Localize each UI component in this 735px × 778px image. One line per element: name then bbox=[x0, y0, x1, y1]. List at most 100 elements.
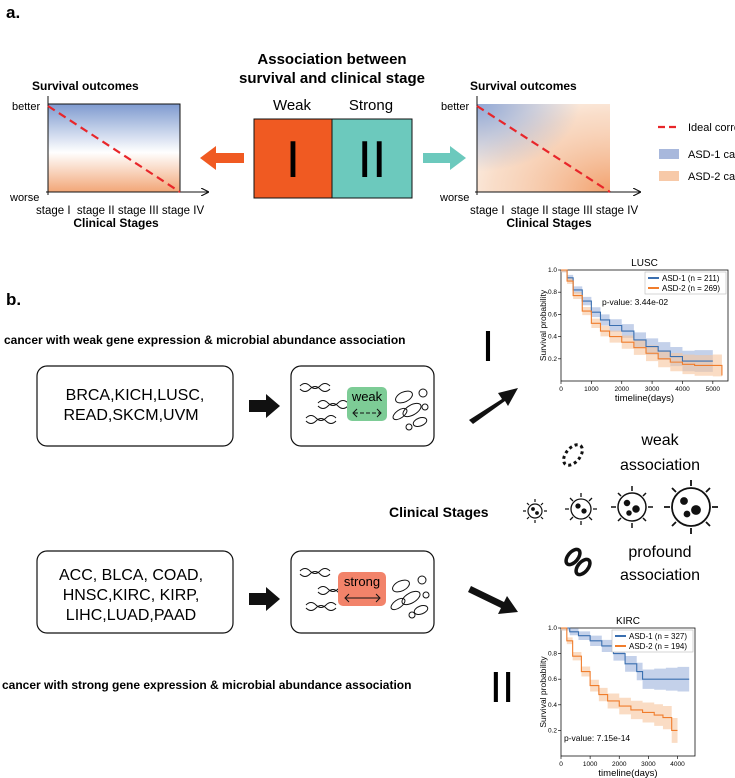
left-plot-ylabel: Survival outcomes bbox=[32, 79, 139, 93]
weak-cancers-line1: BRCA,KICH,LUSC, bbox=[66, 387, 205, 404]
km-y-tick-label: 0.8 bbox=[548, 651, 557, 658]
km-xlabel: timeline(days) bbox=[615, 393, 674, 404]
right-plot-better: better bbox=[441, 101, 469, 113]
right-plot-xlabel: Clinical Stages bbox=[506, 216, 592, 230]
strong-cancers-line1: ACC, BLCA, COAD, bbox=[59, 567, 203, 584]
km-legend-box bbox=[644, 271, 727, 295]
km-pvalue: p-value: 3.44e-02 bbox=[602, 297, 668, 307]
legend-asd1: ASD-1 cases bbox=[688, 149, 735, 161]
weak-box bbox=[253, 118, 333, 199]
profound-assoc-line1: profound bbox=[628, 544, 691, 561]
chain-link-icon bbox=[564, 547, 592, 577]
ideal-correlation-line-right bbox=[476, 105, 611, 193]
km-survival-line-1 bbox=[561, 269, 723, 376]
right-teal-arrow bbox=[423, 146, 466, 170]
panel-a-title-line1: Association between bbox=[257, 51, 406, 68]
km-legend-label: ASD-1 (n = 327) bbox=[629, 632, 687, 641]
km-x-tick-label: 2000 bbox=[612, 761, 627, 768]
km-x-tick-label: 4000 bbox=[675, 386, 690, 393]
left-plot-worse: worse bbox=[9, 192, 39, 204]
weak-tag: weak bbox=[351, 389, 383, 404]
roman-I-b: I bbox=[482, 322, 494, 371]
km-x-tick-label: 4000 bbox=[670, 761, 685, 768]
left-orange-arrow bbox=[200, 146, 244, 170]
weak-assoc-line2: association bbox=[620, 457, 700, 474]
km-frame bbox=[560, 627, 696, 757]
km-y-tick-label: 0.2 bbox=[548, 356, 557, 363]
right-plot-stages: stage I stage II stage III stage IV bbox=[470, 205, 638, 217]
stage-cell-icon-3 bbox=[611, 486, 653, 528]
left-survival-plot: Survival outcomes better worse stage I s… bbox=[9, 79, 208, 230]
km-pvalue: p-value: 7.15e-14 bbox=[564, 733, 630, 743]
km-y-tick-label: 0.2 bbox=[548, 727, 557, 734]
roman-II-b: II bbox=[490, 663, 514, 712]
weak-link-icon bbox=[562, 443, 584, 467]
right-plot-ylabel: Survival outcomes bbox=[470, 79, 577, 93]
km-ci-band-1 bbox=[561, 270, 722, 381]
strong-caption: cancer with strong gene expression & mic… bbox=[2, 678, 411, 692]
bacteria-cluster-icon-2 bbox=[390, 575, 430, 619]
legend-ideal: Ideal correlation bbox=[688, 122, 735, 134]
km-legend-label: ASD-1 (n = 211) bbox=[662, 274, 720, 283]
km-x-tick-label: 2000 bbox=[614, 386, 629, 393]
weak-to-km-arrow bbox=[469, 388, 518, 424]
stage-cell-icon-4 bbox=[664, 480, 718, 534]
km-survival-line-1 bbox=[561, 627, 678, 731]
weak-right-arrow bbox=[249, 394, 280, 418]
km-ylabel: Survival probability bbox=[538, 656, 548, 728]
bacteria-cluster-icon bbox=[392, 388, 429, 431]
km-legend-label: ASD-2 (n = 269) bbox=[662, 284, 720, 293]
km-y-tick-label: 0.6 bbox=[548, 311, 557, 318]
km-x-tick-label: 1000 bbox=[583, 761, 598, 768]
km-y-tick-label: 0.4 bbox=[548, 702, 557, 709]
stage-cell-icon-2 bbox=[565, 493, 597, 525]
weak-assoc-line1: weak bbox=[640, 432, 679, 449]
km-y-tick-label: 1.0 bbox=[548, 267, 557, 274]
roman-I-a: I bbox=[286, 131, 300, 189]
profound-assoc-line2: association bbox=[620, 567, 700, 584]
km-y-tick-label: 0.8 bbox=[548, 289, 557, 296]
dna-strands-icon bbox=[299, 383, 349, 424]
panel-a-title-line2: survival and clinical stage bbox=[239, 70, 425, 87]
km-survival-line-0 bbox=[561, 269, 713, 362]
km-x-tick-label: 5000 bbox=[706, 386, 721, 393]
left-plot-better: better bbox=[12, 101, 40, 113]
clinical-stages-label: Clinical Stages bbox=[389, 504, 489, 520]
km-x-tick-label: 1000 bbox=[584, 386, 599, 393]
km-x-tick-label: 0 bbox=[559, 761, 563, 768]
km-x-tick-label: 3000 bbox=[641, 761, 656, 768]
strong-cancers-line3: LIHC,LUAD,PAAD bbox=[66, 607, 196, 624]
km-xlabel: timeline(days) bbox=[598, 768, 657, 778]
km-frame bbox=[560, 269, 729, 382]
strong-cancers-box bbox=[36, 550, 234, 634]
ideal-correlation-line-left bbox=[47, 105, 181, 193]
strong-to-km-arrow bbox=[468, 586, 518, 614]
km-ci-band-1 bbox=[561, 628, 678, 744]
strong-right-arrow bbox=[249, 587, 280, 611]
left-plot-xlabel: Clinical Stages bbox=[73, 216, 159, 230]
km-x-tick-label: 3000 bbox=[645, 386, 660, 393]
strong-box bbox=[331, 118, 413, 199]
weak-caption: cancer with weak gene expression & micro… bbox=[4, 333, 405, 347]
panel-a-legend: Ideal correlation ASD-1 cases ASD-2 case… bbox=[658, 122, 735, 183]
stage-cell-icon-1 bbox=[523, 499, 547, 523]
km-legend-label: ASD-2 (n = 194) bbox=[629, 642, 687, 651]
strong-label: Strong bbox=[349, 97, 393, 114]
km-title: LUSC bbox=[631, 258, 658, 269]
km-y-tick-label: 1.0 bbox=[548, 625, 557, 632]
km-survival-line-0 bbox=[561, 627, 690, 680]
panel-a-label: a. bbox=[6, 3, 20, 22]
km-y-tick-label: 0.4 bbox=[548, 334, 557, 341]
weak-label: Weak bbox=[273, 97, 312, 114]
weak-cancers-line2: READ,SKCM,UVM bbox=[63, 407, 198, 424]
weak-cancers-box bbox=[36, 365, 234, 447]
km-ylabel: Survival probability bbox=[538, 289, 548, 361]
roman-II-a: II bbox=[358, 131, 387, 189]
panel-b-label: b. bbox=[6, 290, 21, 309]
strong-tag: strong bbox=[344, 574, 380, 589]
legend-asd2: ASD-2 cases bbox=[688, 171, 735, 183]
km-y-tick-label: 0.6 bbox=[548, 676, 557, 683]
